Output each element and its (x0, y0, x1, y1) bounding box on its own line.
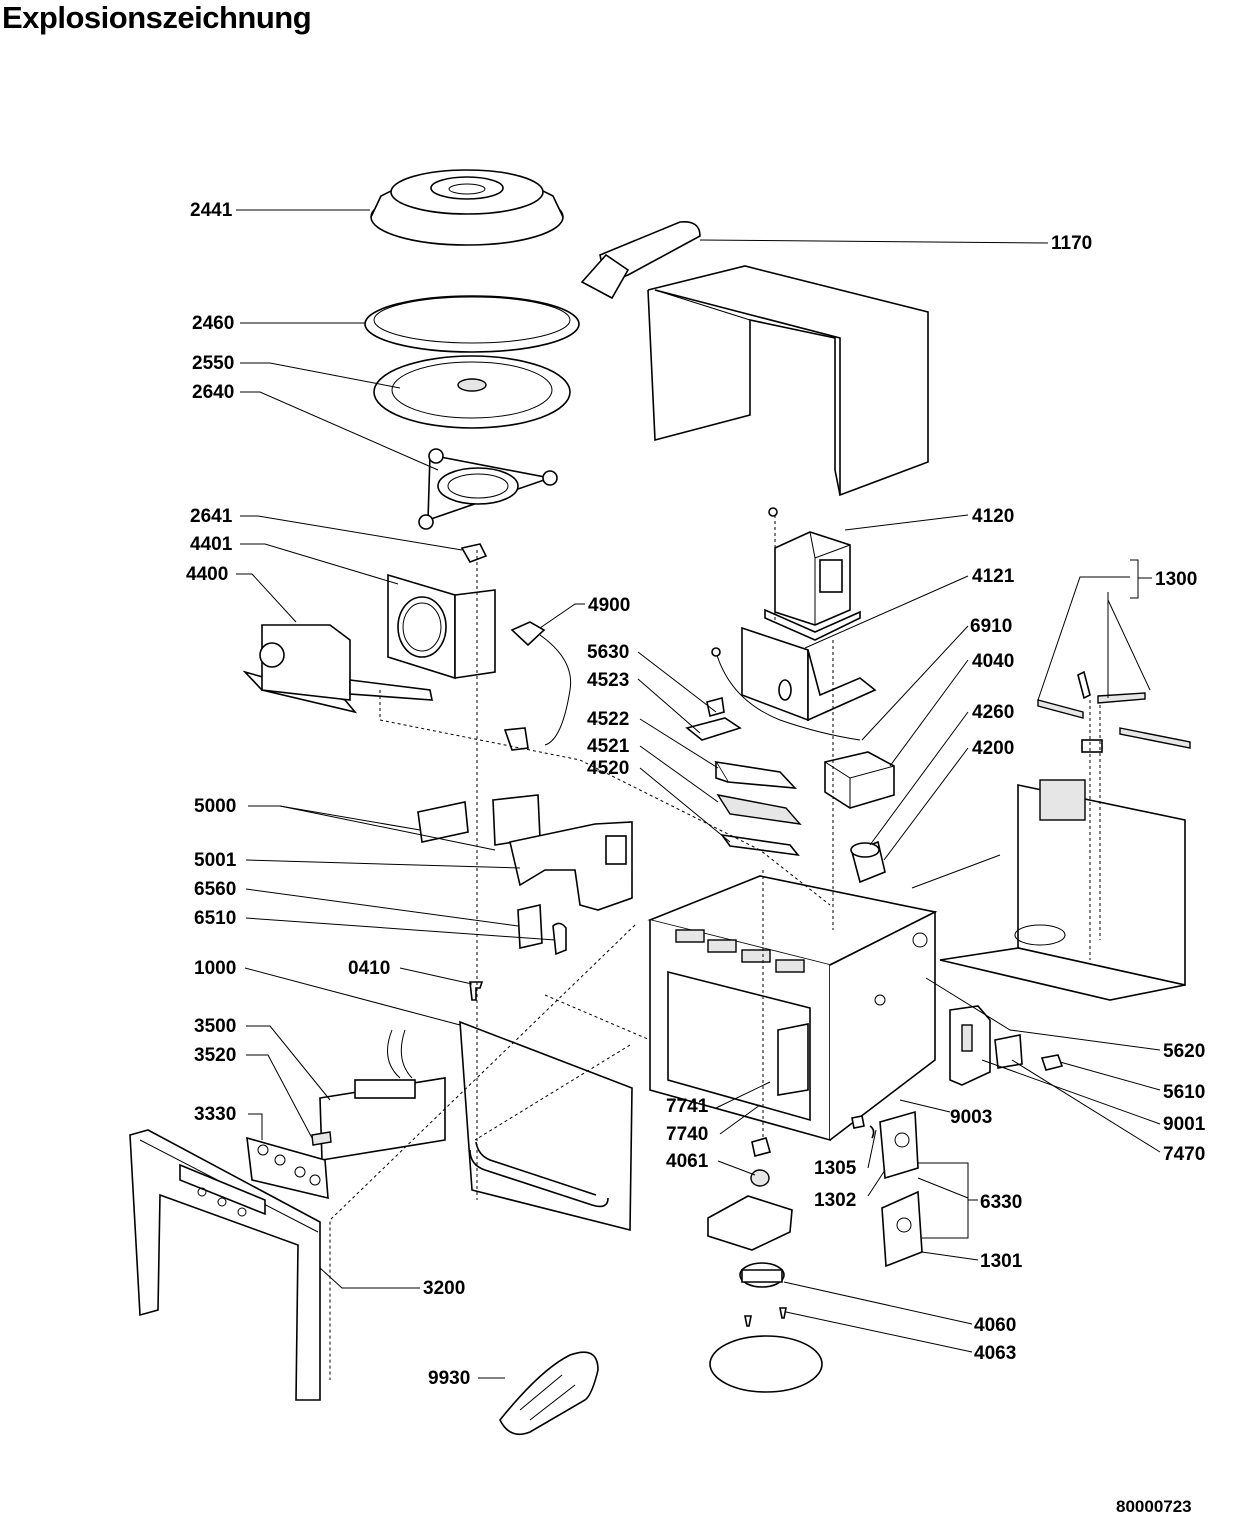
label-4061: 4061 (666, 1151, 709, 1172)
label-2640: 2640 (192, 382, 234, 403)
part-6560-switch (517, 904, 543, 949)
label-1000: 1000 (194, 958, 236, 979)
part-7470-fuse (994, 1034, 1023, 1069)
part-4520-gasket (720, 833, 800, 857)
part-2640-roller-ring (418, 448, 558, 530)
part-4120-transformer (764, 507, 861, 641)
part-4200-magnetron (850, 840, 886, 884)
part-4521-duct (716, 794, 802, 825)
label-4120: 4120 (972, 506, 1014, 527)
drawing-number: 80000723 (1116, 1497, 1192, 1516)
part-3200-frame (129, 1129, 321, 1401)
label-6330: 6330 (980, 1192, 1022, 1213)
part-2441-cover (370, 169, 564, 246)
label-2550: 2550 (192, 353, 234, 374)
part-5001-bracket (509, 821, 633, 911)
label-3520: 3520 (194, 1045, 236, 1066)
part-5000-board (417, 794, 541, 846)
part-9001-cover (949, 1005, 991, 1086)
part-2460-ring (364, 295, 580, 353)
part-5610-connector (1040, 1054, 1064, 1071)
dashed-assembly-lines (329, 515, 1101, 1380)
part-0410-screw (469, 981, 484, 1001)
label-5001: 5001 (194, 850, 237, 871)
part-9930-tool (499, 1351, 599, 1436)
label-0410: 0410 (348, 958, 390, 979)
label-7740: 7740 (666, 1124, 708, 1145)
part-4401-bracket (387, 573, 496, 680)
page-title: Explosionszeichnung (2, 0, 312, 35)
part-6330-switch-bracket (879, 1110, 923, 1268)
part-1305-actuator (851, 1115, 875, 1139)
part-1000-door (459, 1020, 633, 1232)
part-4061-coupler (750, 1137, 771, 1187)
part-3330-keypad (246, 1136, 329, 1200)
part-4040-capacitor (824, 751, 895, 809)
label-6910: 6910 (970, 616, 1012, 637)
label-2460: 2460 (192, 313, 234, 334)
label-5630: 5630 (587, 642, 629, 663)
label-5000: 5000 (194, 796, 236, 817)
part-3520-plate (311, 1131, 332, 1146)
label-4520: 4520 (587, 758, 629, 779)
part-6510-lamp (552, 922, 567, 956)
label-1300: 1300 (1155, 569, 1197, 590)
label-9930: 9930 (428, 1368, 470, 1389)
part-6910-wire (711, 647, 861, 741)
label-4401: 4401 (190, 534, 233, 555)
parts-artwork (129, 169, 1191, 1436)
part-cavity (647, 875, 938, 1142)
part-3500-board (319, 1029, 446, 1161)
label-4040: 4040 (972, 651, 1014, 672)
label-4400: 4400 (186, 564, 228, 585)
part-4900-sensor (503, 621, 572, 751)
part-1300-rails (1037, 670, 1191, 753)
label-4523: 4523 (587, 670, 629, 691)
label-5610: 5610 (1163, 1082, 1205, 1103)
part-4060-turntable-motor (739, 1262, 785, 1288)
part-4400-motor (242, 624, 433, 714)
part-4121-plate (741, 626, 877, 722)
part-back-panel (911, 779, 1186, 1001)
label-3200: 3200 (423, 1278, 465, 1299)
label-2641: 2641 (190, 506, 233, 527)
part-4063-screws (744, 1307, 787, 1327)
label-5620: 5620 (1163, 1041, 1205, 1062)
label-4260: 4260 (972, 702, 1014, 723)
label-3500: 3500 (194, 1016, 236, 1037)
label-4121: 4121 (972, 566, 1015, 587)
part-1170-handle (580, 220, 701, 300)
label-1301: 1301 (980, 1251, 1023, 1272)
label-2441: 2441 (190, 200, 233, 221)
part-5630-4523-switches (685, 696, 742, 741)
part-number-labels: 2441 1170 2460 2550 2640 2641 4401 4400 … (186, 200, 1206, 1389)
label-7741: 7741 (666, 1096, 709, 1117)
label-9001: 9001 (1163, 1114, 1206, 1135)
label-9003: 9003 (950, 1107, 992, 1128)
label-6510: 6510 (194, 908, 236, 929)
part-2641-coupler (460, 543, 488, 563)
label-4522: 4522 (587, 709, 629, 730)
label-7470: 7470 (1163, 1144, 1205, 1165)
label-4521: 4521 (587, 736, 630, 757)
label-4200: 4200 (972, 738, 1014, 759)
part-outer-casing (647, 265, 929, 497)
label-1302: 1302 (814, 1190, 856, 1211)
part-4522-duct (714, 760, 798, 789)
leader-lines (236, 209, 1161, 1379)
label-4900: 4900 (588, 595, 630, 616)
label-4063: 4063 (974, 1343, 1016, 1364)
label-1305: 1305 (814, 1158, 857, 1179)
part-base-cover (707, 1195, 793, 1251)
label-6560: 6560 (194, 879, 236, 900)
label-1170: 1170 (1051, 233, 1092, 254)
part-bottom-disc (709, 1335, 823, 1393)
label-4060: 4060 (974, 1315, 1016, 1336)
label-3330: 3330 (194, 1104, 236, 1125)
part-2550-glass-plate (373, 355, 571, 429)
